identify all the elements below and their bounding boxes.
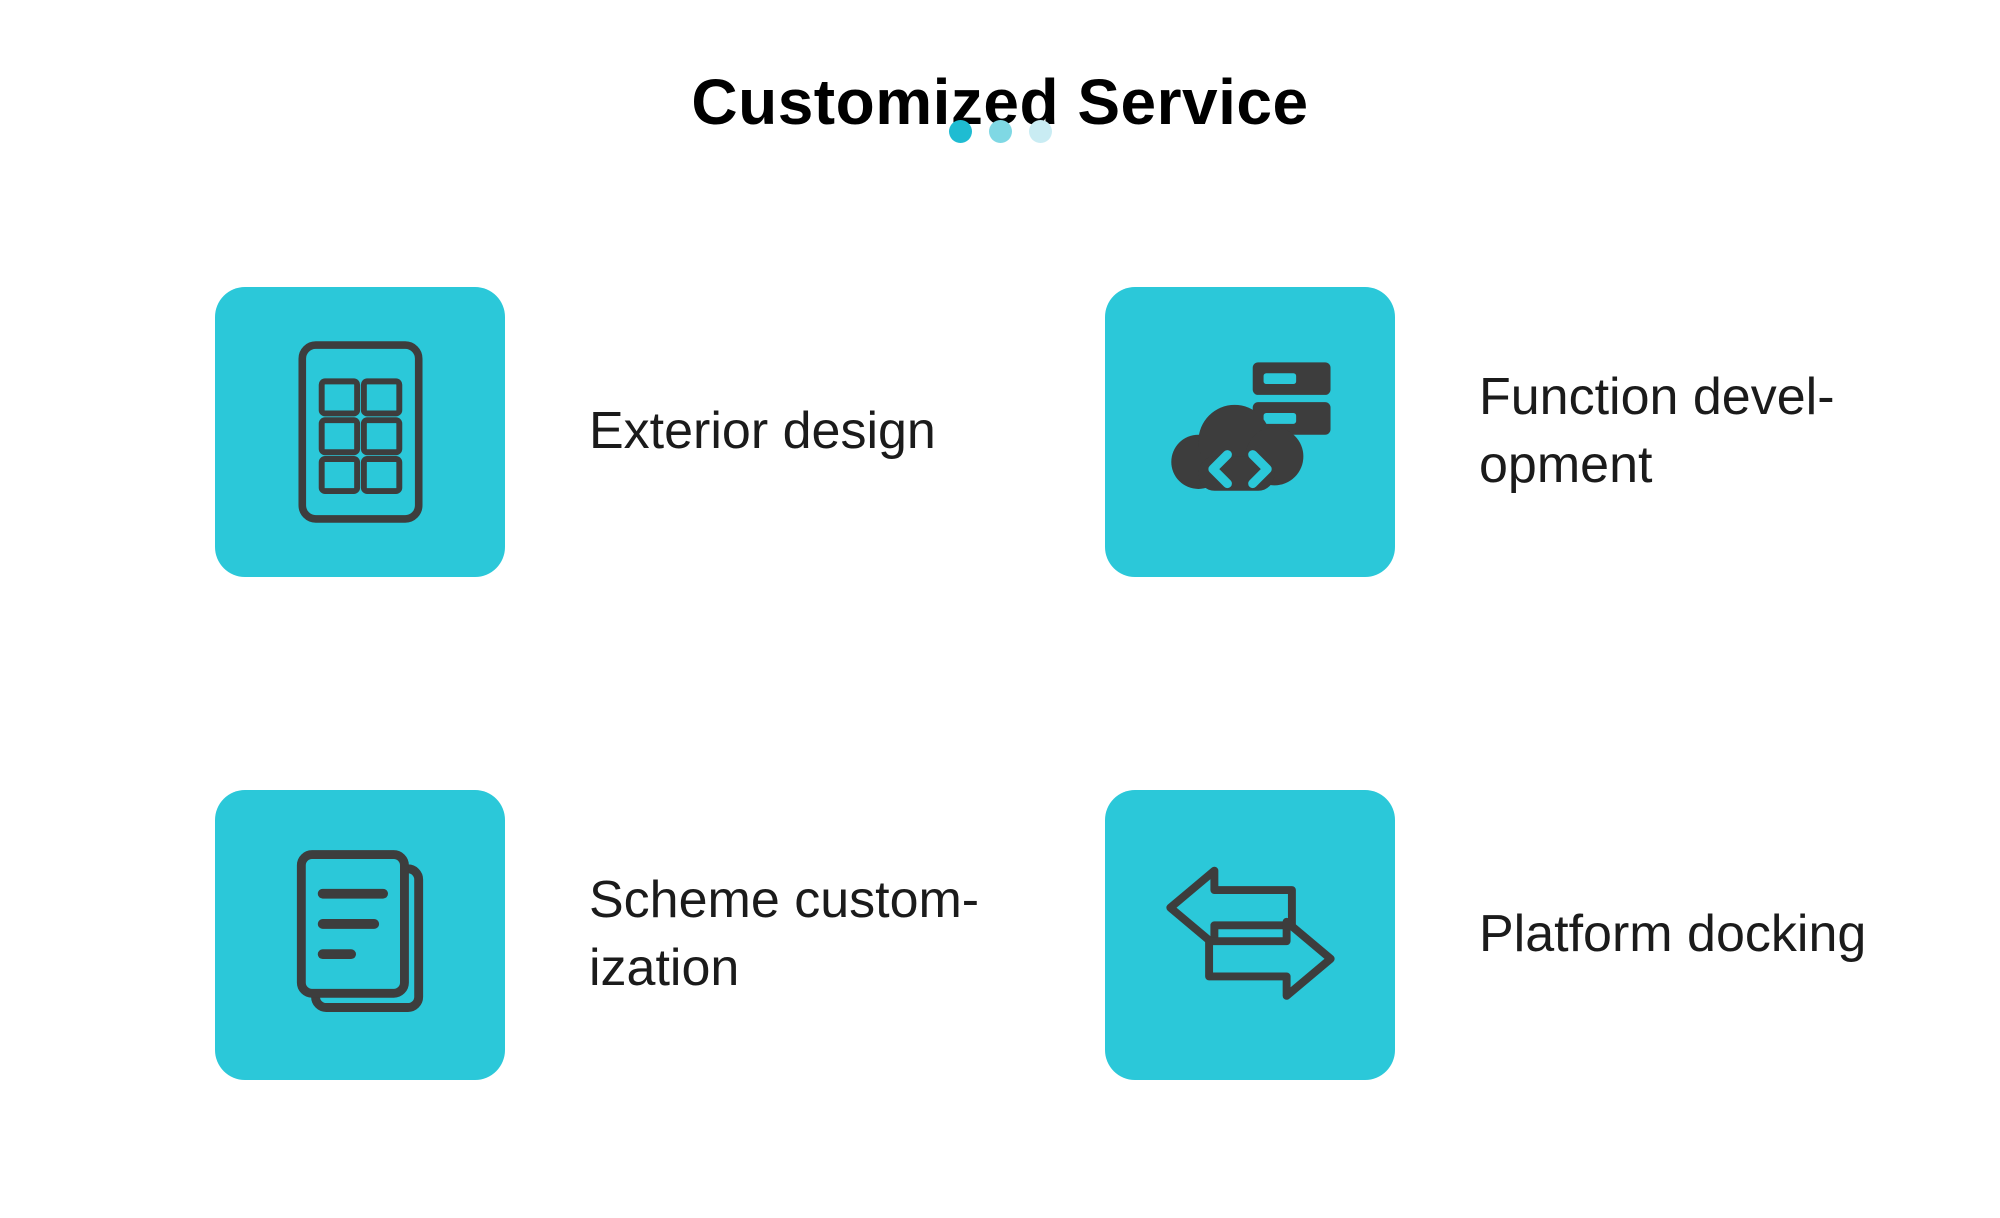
carousel-dot-2[interactable] [988, 120, 1012, 143]
service-label: Exterior design [589, 402, 936, 461]
carousel-dots [0, 120, 2000, 143]
exchange-arrows-icon [1158, 860, 1343, 1010]
service-item-function-development: Function devel- opment [1105, 287, 1835, 577]
carousel-dot-3[interactable] [1028, 120, 1052, 143]
carousel-dot-1[interactable] [948, 120, 972, 143]
service-label: Platform docking [1479, 905, 1867, 964]
document-scheme-icon [280, 842, 440, 1029]
service-label: Scheme custom- ization [589, 871, 980, 997]
control-panel-icon [293, 339, 428, 525]
cloud-development-icon [1155, 355, 1345, 509]
service-label: Function devel- opment [1479, 368, 1835, 494]
service-tile [215, 790, 505, 1080]
service-tile [1105, 790, 1395, 1080]
service-tile [1105, 287, 1395, 577]
service-tile [215, 287, 505, 577]
service-item-exterior-design: Exterior design [215, 287, 936, 577]
service-item-scheme-customization: Scheme custom- ization [215, 790, 979, 1080]
service-item-platform-docking: Platform docking [1105, 790, 1866, 1080]
